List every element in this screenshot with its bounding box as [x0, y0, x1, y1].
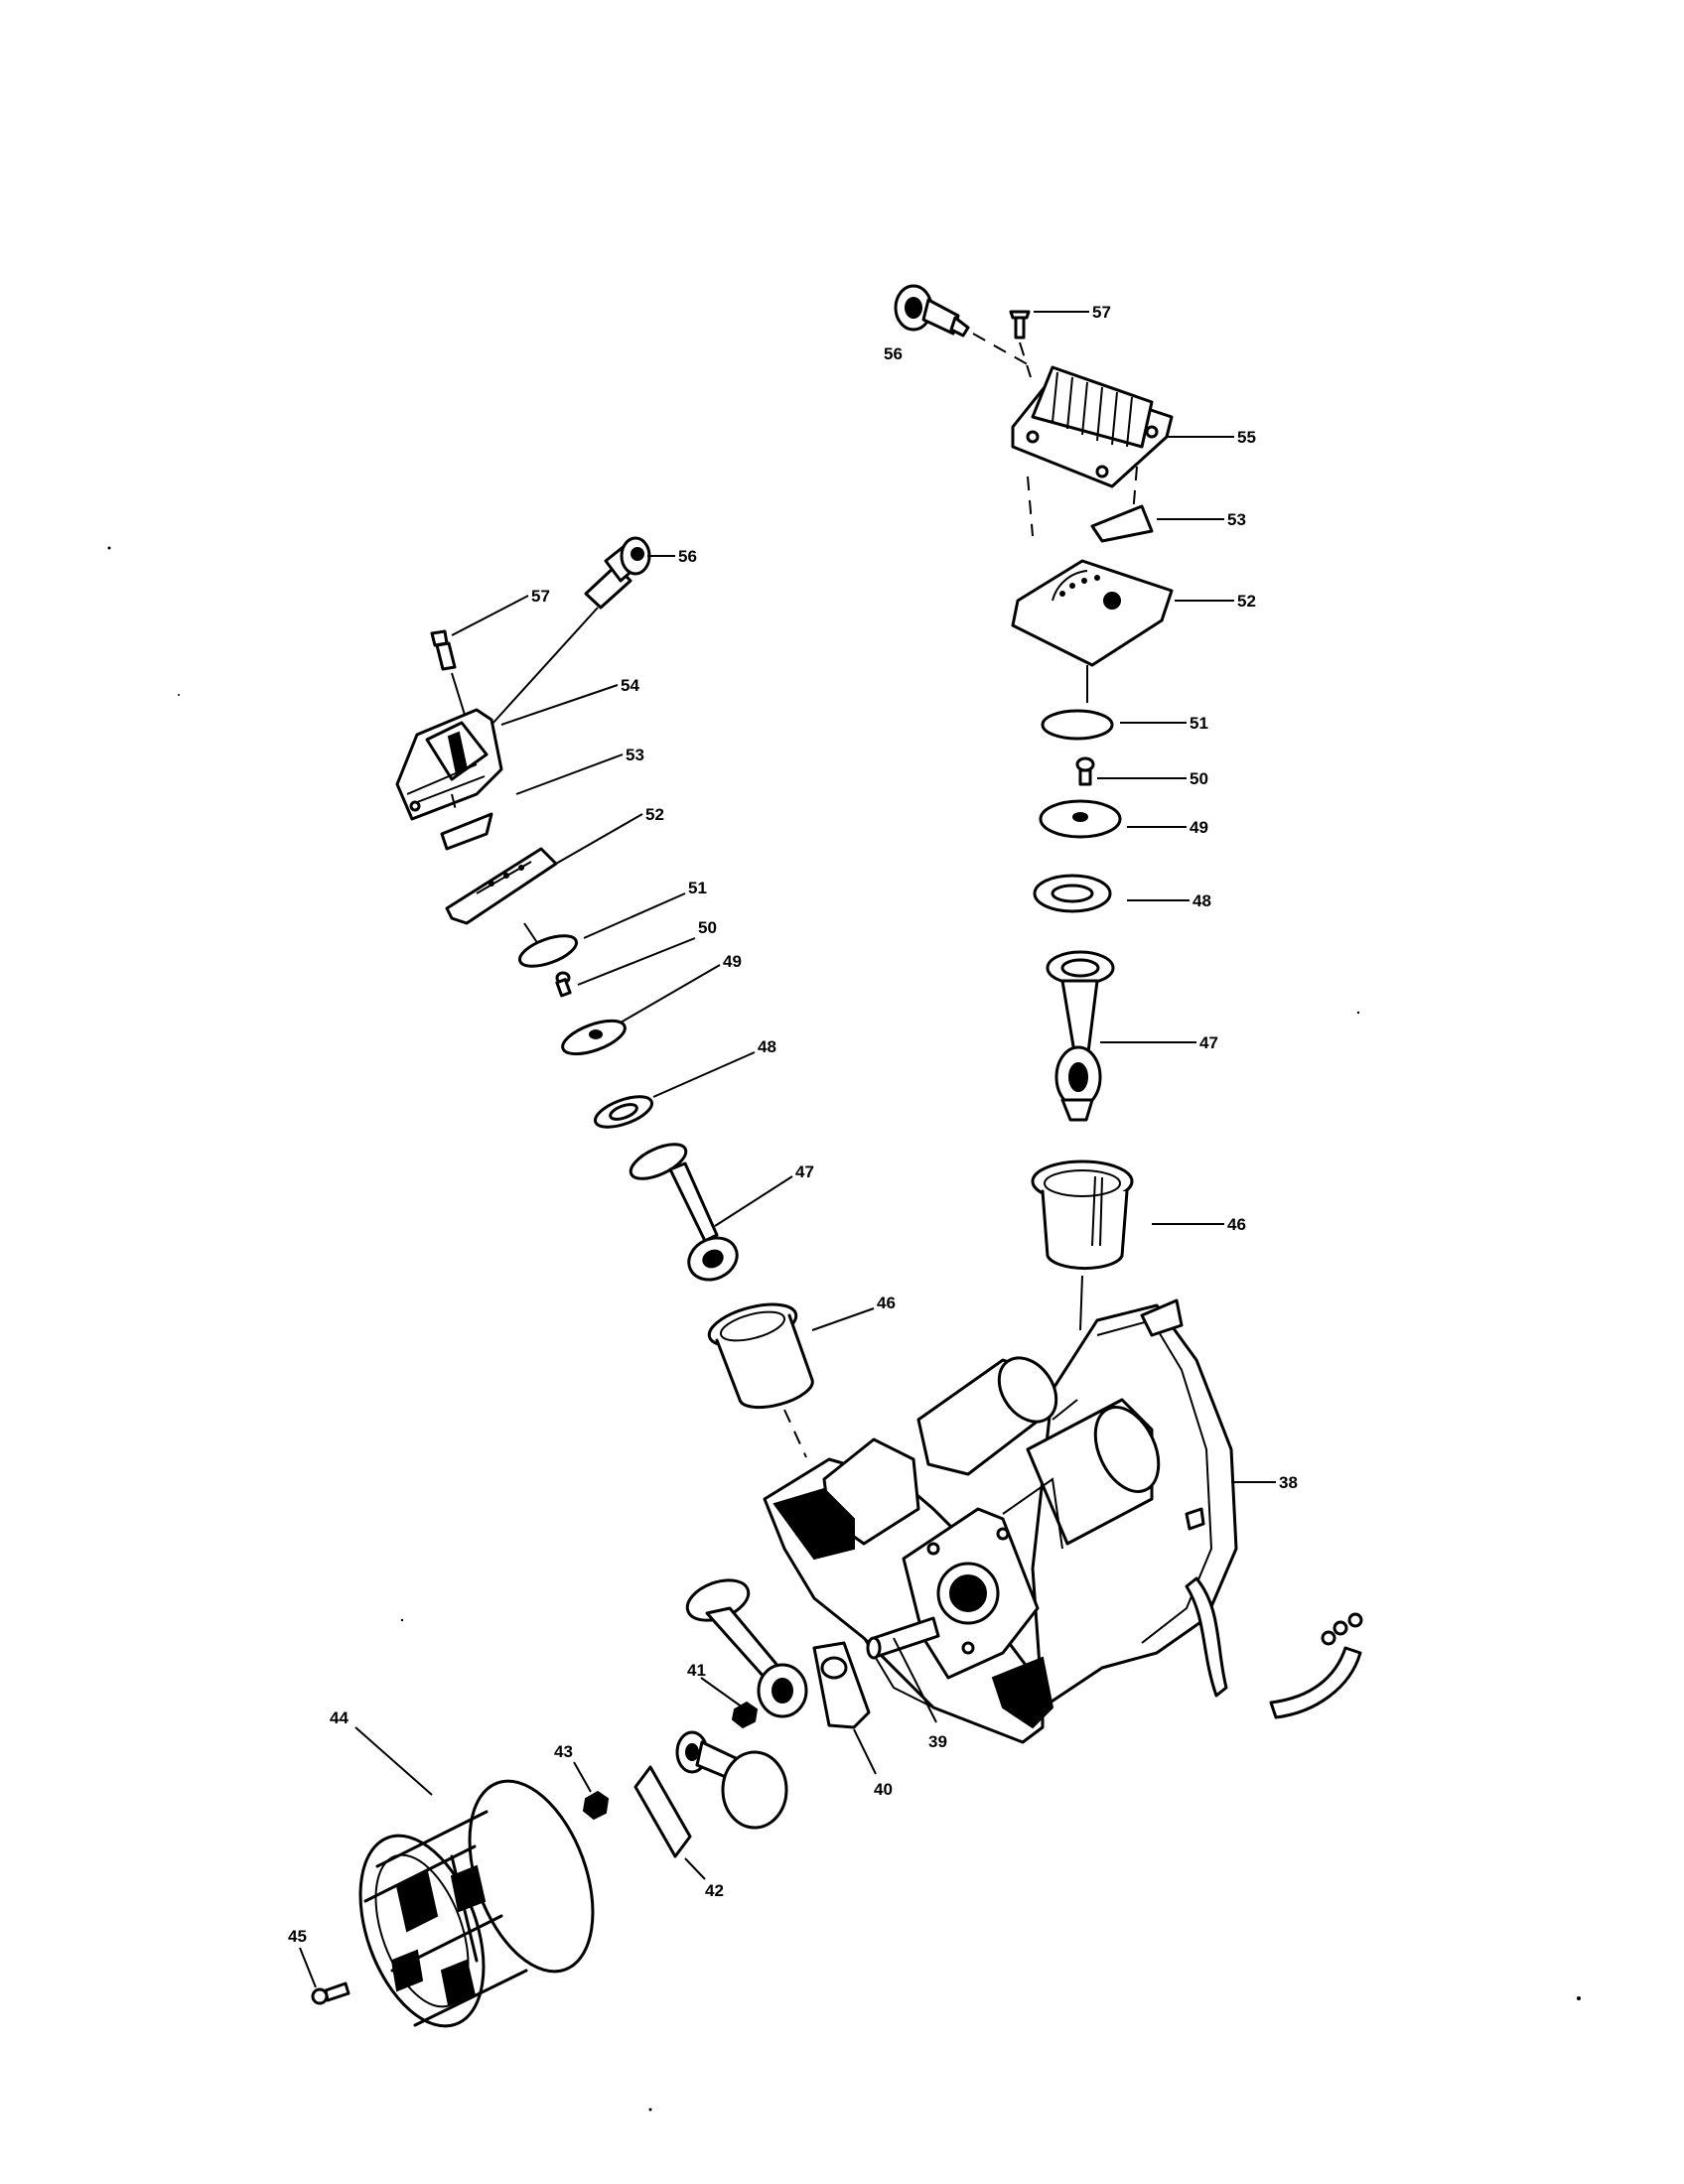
part-44-cooling-fan — [358, 1779, 595, 2028]
part-40-counterweight — [812, 1641, 871, 1729]
part-50-screw-left — [555, 971, 572, 998]
part-51-o-ring-right — [1041, 709, 1114, 741]
part-46-cylinder-sleeve-left — [707, 1302, 814, 1410]
callout-46-right: 46 — [1227, 1215, 1246, 1234]
part-46-cylinder-sleeve-right — [1031, 1160, 1134, 1271]
part-45-bolt — [311, 1981, 351, 2005]
callout-46-left: 46 — [877, 1294, 896, 1312]
part-43-nut — [582, 1790, 610, 1821]
part-54-cylinder-head-left — [395, 708, 503, 821]
part-39-crankshaft — [866, 1616, 940, 1660]
callout-55: 55 — [1237, 428, 1256, 447]
callout-44: 44 — [330, 1708, 349, 1727]
callout-53-right: 53 — [1227, 510, 1246, 529]
callout-56-left: 56 — [678, 547, 697, 566]
part-48-piston-seal-right — [1033, 874, 1112, 913]
callout-50-right: 50 — [1190, 769, 1208, 788]
callout-45: 45 — [288, 1927, 307, 1946]
part-56-fitting-right — [894, 284, 970, 338]
part-57-screw-left — [430, 629, 457, 671]
part-53-reed-left — [440, 812, 493, 851]
callout-57-left: 57 — [531, 587, 550, 606]
scan-specks — [107, 546, 1581, 2112]
callout-47-left: 47 — [795, 1162, 814, 1181]
callout-48-right: 48 — [1193, 891, 1211, 910]
part-55-cylinder-head-right — [1011, 365, 1174, 488]
callout-39: 39 — [928, 1732, 947, 1751]
callout-53-left: 53 — [626, 746, 644, 764]
callout-49-left: 49 — [723, 952, 742, 971]
part-47-connecting-rod-left — [629, 1143, 739, 1282]
callout-52-right: 52 — [1237, 592, 1256, 611]
part-47-connecting-rod-front — [685, 1578, 808, 1718]
callout-41: 41 — [687, 1661, 706, 1680]
piston-disc-front — [721, 1750, 788, 1830]
callout-40: 40 — [874, 1780, 893, 1799]
part-57-screw-right — [1009, 310, 1031, 340]
part-50-screw-right — [1075, 756, 1095, 786]
callout-51-left: 51 — [688, 879, 707, 897]
callout-56-right: 56 — [884, 344, 903, 363]
right-cylinder-assembly — [894, 284, 1174, 1331]
callout-43: 43 — [554, 1742, 573, 1761]
callout-51-right: 51 — [1190, 714, 1208, 733]
callout-42: 42 — [705, 1881, 724, 1900]
part-49-retainer-right — [1039, 799, 1122, 839]
part-51-o-ring-left — [518, 934, 578, 968]
left-cylinder-assembly — [395, 536, 814, 1458]
callout-49-right: 49 — [1190, 818, 1208, 837]
part-47-connecting-rod-right — [1046, 950, 1115, 1122]
part-52-valve-plate-right — [1011, 559, 1174, 667]
part-41-nut — [731, 1701, 759, 1729]
callout-57-right: 57 — [1092, 303, 1111, 322]
callout-52-left: 52 — [645, 805, 664, 824]
part-53-reed-right — [1090, 504, 1154, 543]
part-56-fitting-left — [584, 536, 651, 610]
leader-lines — [299, 311, 1276, 1988]
callout-labels: 56 57 55 53 52 51 50 49 48 47 46 38 56 5… — [288, 303, 1298, 1946]
callout-50-left: 50 — [698, 918, 717, 937]
part-48-piston-seal-left — [594, 1095, 653, 1129]
part-52-valve-plate-left — [445, 847, 558, 925]
part-38-motor-crankcase — [763, 1298, 1363, 1744]
front-piston-assembly — [582, 1578, 871, 1858]
callout-48-left: 48 — [758, 1037, 776, 1056]
callout-47-right: 47 — [1199, 1033, 1218, 1052]
callout-38: 38 — [1279, 1473, 1298, 1492]
part-49-retainer-left — [561, 1019, 627, 1056]
callout-54: 54 — [621, 676, 639, 695]
